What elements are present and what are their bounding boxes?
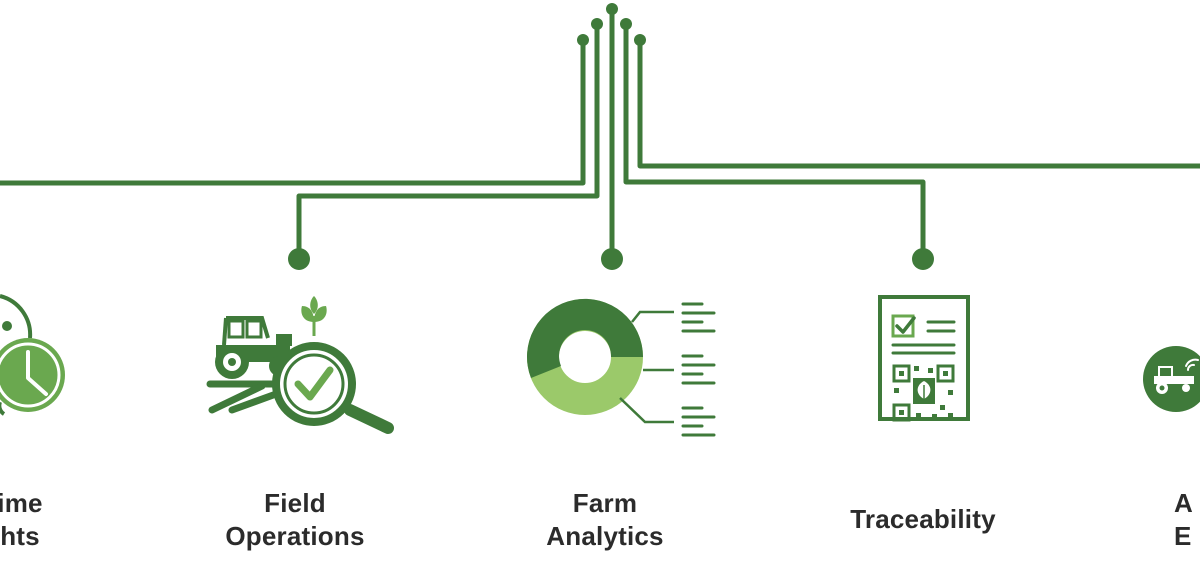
top-node-3 bbox=[606, 3, 618, 15]
connector-line-field bbox=[296, 24, 600, 258]
feature-label-line2: E bbox=[1174, 521, 1192, 551]
tractor-magnifier-icon bbox=[206, 296, 394, 434]
feature-label-line2: Operations bbox=[225, 521, 365, 551]
feature-label-insights: ime hts bbox=[0, 487, 60, 553]
top-node-5 bbox=[634, 34, 646, 46]
feature-label-right: A E bbox=[1174, 487, 1200, 553]
top-node-2 bbox=[591, 18, 603, 30]
top-node-4 bbox=[620, 18, 632, 30]
node-field bbox=[288, 248, 310, 270]
feature-label-line2: hts bbox=[0, 521, 40, 551]
node-traceability bbox=[912, 248, 934, 270]
feature-label-field-operations: Field Operations bbox=[195, 487, 395, 553]
feature-label-line2: Analytics bbox=[546, 521, 664, 551]
qr-document-icon bbox=[878, 295, 970, 422]
connector-line-right bbox=[637, 40, 1200, 169]
clock-icon bbox=[0, 294, 65, 416]
feature-label-traceability: Traceability bbox=[823, 503, 1023, 536]
connected-tractor-icon bbox=[1143, 346, 1200, 412]
connector-line-traceability bbox=[623, 24, 926, 258]
feature-label-line1: Farm bbox=[572, 488, 638, 518]
top-node-1 bbox=[577, 34, 589, 46]
feature-label-farm-analytics: Farm Analytics bbox=[505, 487, 705, 553]
connector-line-left bbox=[0, 40, 586, 186]
node-analytics bbox=[601, 248, 623, 270]
connector-lines bbox=[0, 10, 1200, 258]
feature-label-line1: Traceability bbox=[850, 504, 996, 534]
connector-nodes bbox=[288, 3, 934, 270]
feature-label-line1: A bbox=[1174, 488, 1193, 518]
feature-label-line1: ime bbox=[0, 488, 43, 518]
feature-label-line1: Field bbox=[264, 488, 326, 518]
donut-chart-icon bbox=[527, 298, 716, 437]
